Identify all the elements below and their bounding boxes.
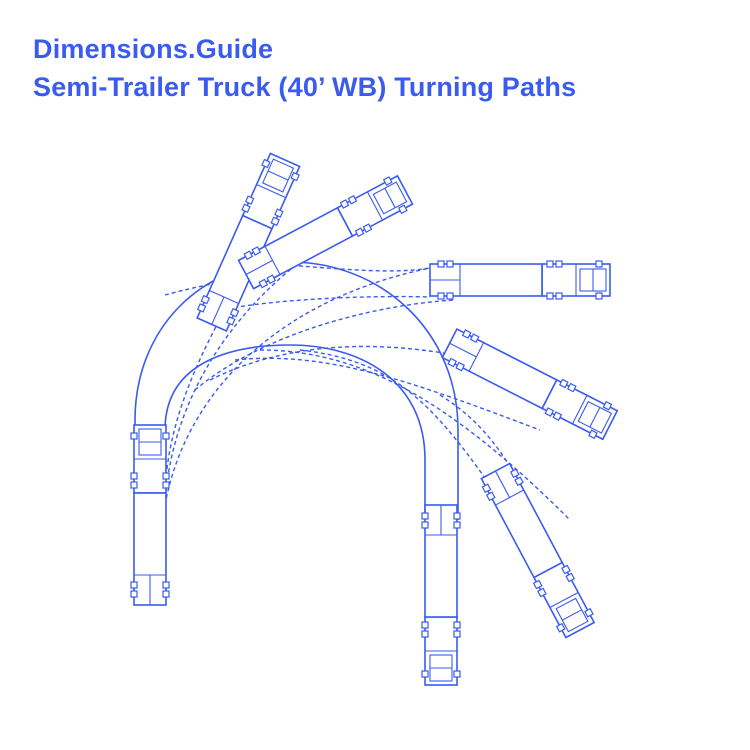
truck-c: [429, 260, 611, 300]
truck-end: [421, 504, 461, 686]
brand-title: Dimensions.Guide: [33, 34, 274, 64]
diagram-title: Semi-Trailer Truck (40’ WB) Turning Path…: [33, 72, 577, 102]
header: Dimensions.Guide Semi-Trailer Truck (40’…: [33, 30, 576, 106]
inner-turning-path: [164, 344, 426, 585]
truck-start: [130, 424, 170, 606]
truck-d: [440, 325, 620, 443]
